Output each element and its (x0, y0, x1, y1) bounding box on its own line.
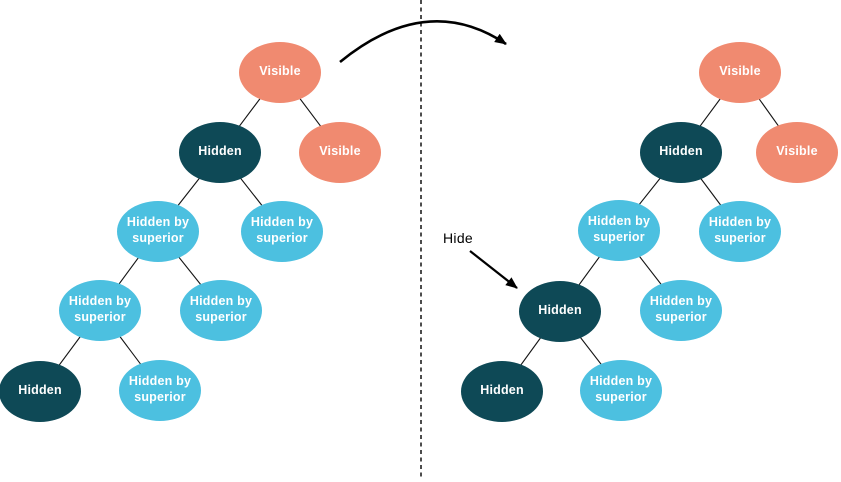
tree-edge-after-R2-R4 (618, 151, 682, 231)
tree-edge-after-R6-R9 (559, 310, 622, 391)
tree-edge-after-R6-R8 (501, 310, 561, 392)
tree-edge-before-L4-L6 (99, 230, 159, 311)
tree-edge-after-R1-R3 (739, 71, 798, 153)
tree-edge-before-L6-L9 (99, 309, 161, 391)
tree-edge-before-L1-L3 (279, 71, 341, 153)
tree-edge-after-R2-R5 (680, 151, 741, 232)
tree-edge-before-L2-L5 (219, 151, 283, 232)
tree-edges-group (39, 71, 798, 392)
tree-edge-after-R4-R7 (618, 229, 682, 311)
tree-edge-after-R4-R6 (559, 229, 620, 312)
tree-edge-after-R1-R2 (680, 71, 741, 153)
tree-edge-before-L6-L8 (39, 309, 101, 392)
hide-annotation-arrow (469, 250, 518, 289)
hide-annotation-label: Hide (443, 230, 473, 246)
tree-edge-before-L4-L7 (157, 230, 222, 311)
transform-arrow (339, 20, 507, 64)
tree-edge-before-L2-L4 (157, 151, 221, 232)
tree-edge-before-L1-L2 (219, 71, 281, 153)
